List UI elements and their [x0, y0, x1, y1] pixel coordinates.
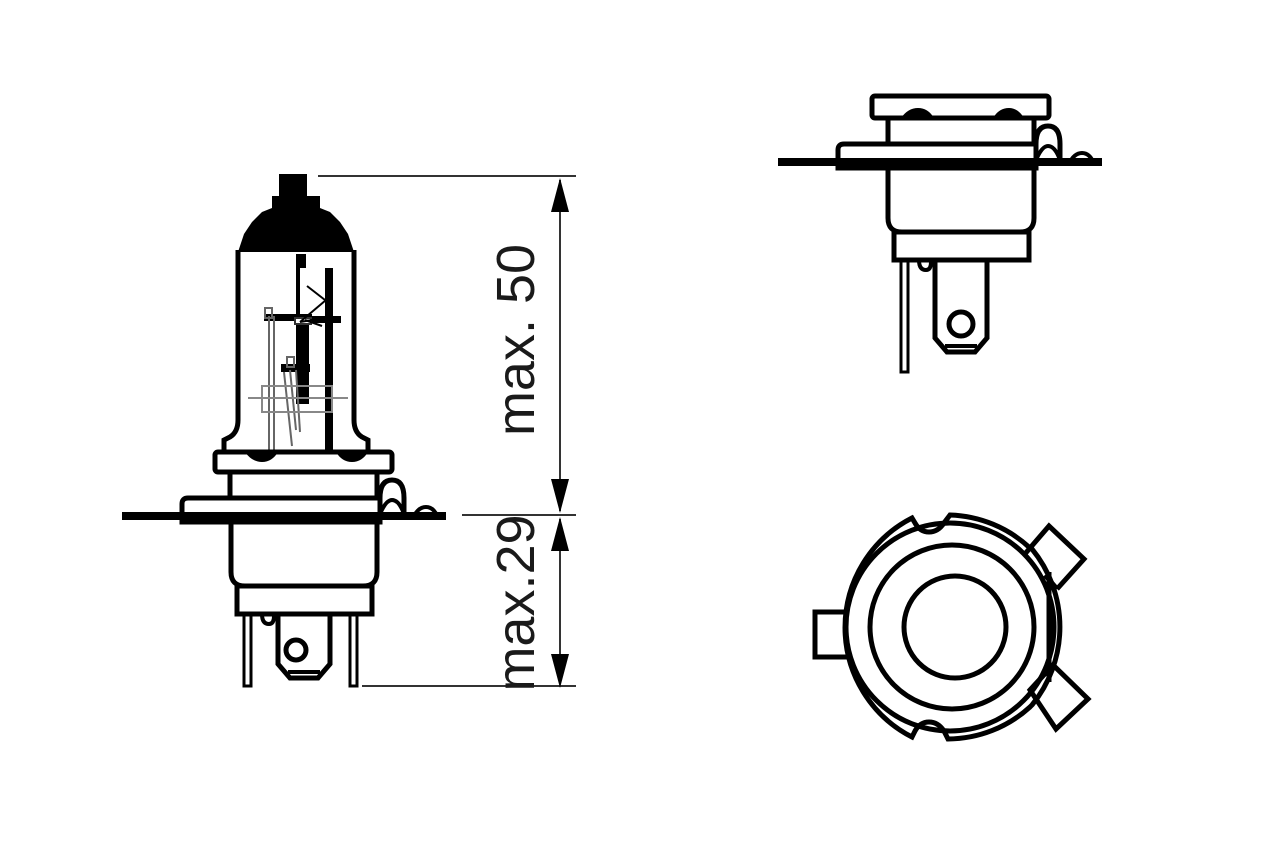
glass-envelope: [221, 250, 371, 452]
arrowhead-down-bottom: [551, 654, 569, 688]
dimension-base-height: max.29: [486, 514, 569, 692]
dimension-label-base-height: max.29: [486, 514, 546, 691]
end-view-tab-left: [812, 609, 848, 660]
arrowhead-up-middle: [551, 517, 569, 551]
end-view-tab-lower-right: [1026, 661, 1092, 733]
flange-reference-plate: [122, 512, 446, 520]
arrowhead-up-top: [551, 178, 569, 212]
base-end-view: [812, 512, 1092, 742]
front-elevation-view: [122, 174, 446, 688]
dimension-label-overall-height: max. 50: [486, 244, 546, 436]
terminal-blades: [242, 611, 359, 688]
end-view-inner-circle: [901, 573, 1009, 681]
base-side-view: [778, 93, 1102, 374]
end-view-tab-upper-right: [1022, 522, 1088, 591]
side-terminal-blades: [899, 257, 990, 374]
end-view-ring-3: [867, 542, 1037, 712]
dimension-annotations: max. 50 max.29: [318, 175, 576, 692]
dimension-overall-height: max. 50: [486, 178, 569, 513]
filament-assembly: [248, 254, 348, 452]
arrowhead-down-middle: [551, 479, 569, 513]
end-view-outer-flange: [842, 512, 1063, 742]
end-view-ring-2: [843, 520, 1057, 734]
bulb-black-tip: [238, 174, 354, 252]
side-flange-reference-plate: [778, 158, 1102, 166]
